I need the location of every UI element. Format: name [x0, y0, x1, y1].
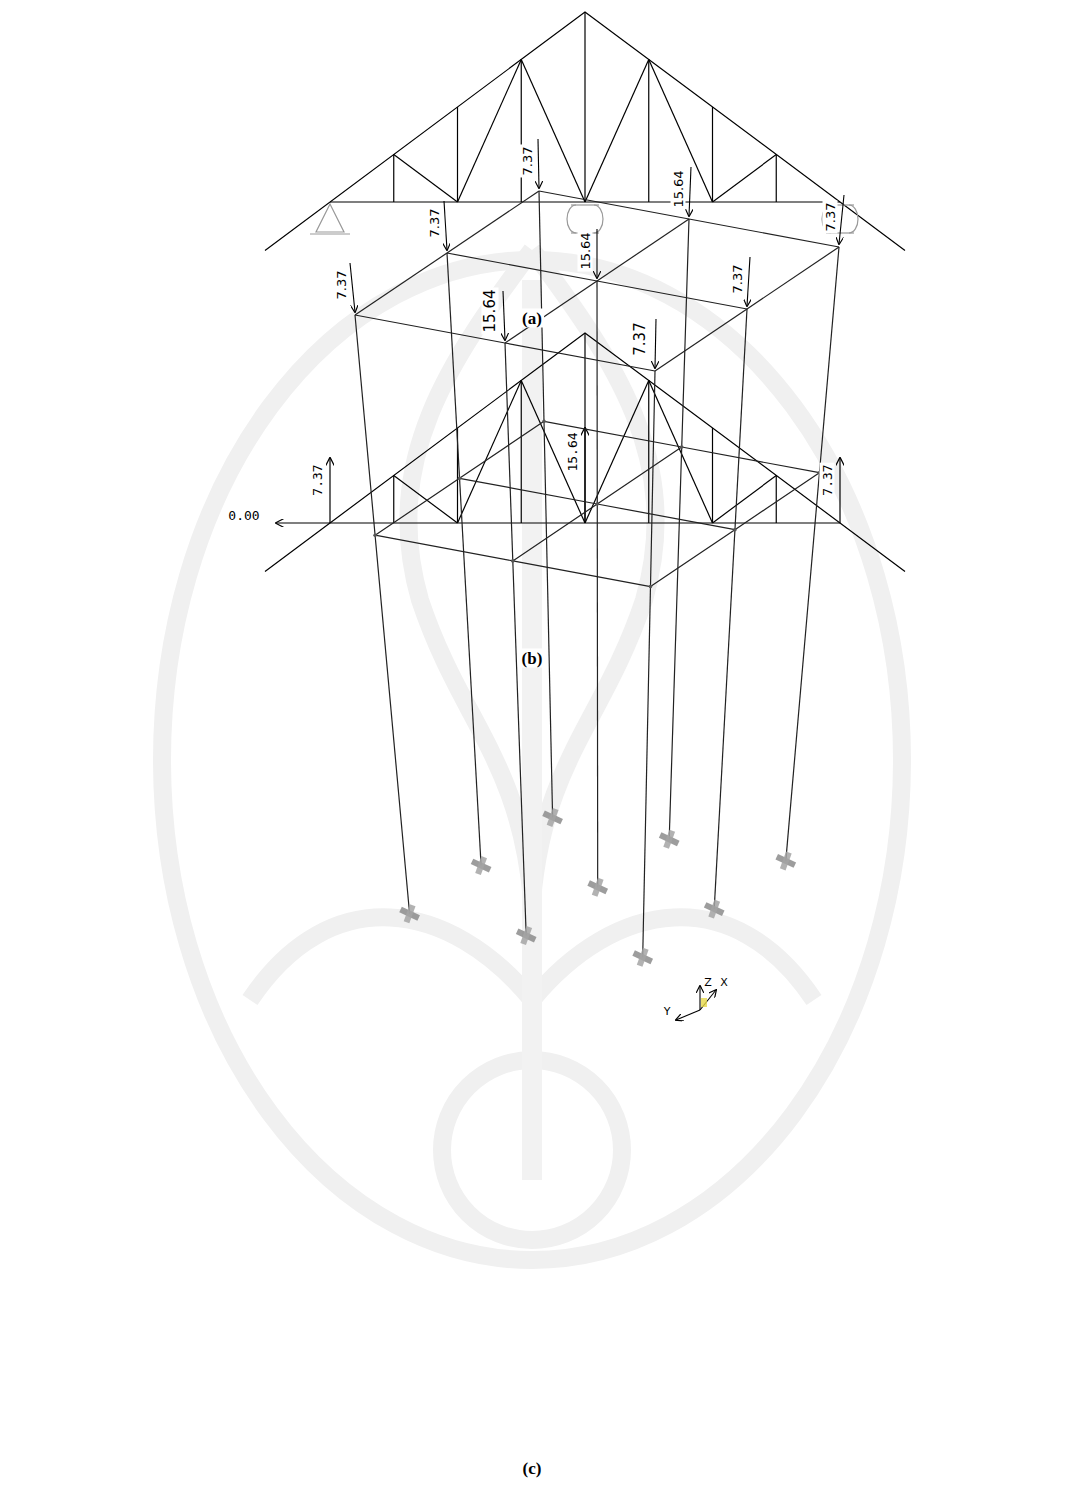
reaction-value: 15.64	[565, 430, 580, 473]
load-value: 7.37	[426, 207, 441, 240]
load-arrows	[350, 139, 844, 368]
axis-label: Z	[702, 976, 714, 989]
load-value: 7.37	[822, 201, 837, 234]
load-value: 15.64	[578, 230, 593, 271]
subfigure-label: (b)	[520, 649, 545, 668]
reaction-value: 7.37	[820, 462, 835, 497]
frame-nodes	[373, 420, 821, 589]
frame-3d	[355, 191, 839, 957]
axis-label: X	[718, 976, 730, 989]
reaction-arrows	[276, 428, 840, 523]
load-value: 15.64	[671, 168, 686, 209]
axis-triad	[676, 986, 716, 1020]
reaction-value: 7.37	[310, 462, 325, 497]
subfigure-label: (a)	[520, 309, 544, 328]
truss-b	[265, 333, 905, 571]
subfigure-label: (c)	[521, 1459, 544, 1478]
watermark	[162, 250, 902, 1260]
load-value: 7.37	[632, 320, 649, 357]
axis-label: Y	[662, 1005, 673, 1018]
watermark-stem	[522, 280, 542, 1180]
reaction-value: 0.00	[226, 508, 261, 523]
load-value: 7.37	[729, 263, 744, 296]
load-value: 7.37	[333, 269, 348, 302]
load-value: 15.64	[482, 288, 499, 335]
truss-a	[265, 12, 905, 250]
load-value: 7.37	[519, 145, 534, 178]
fixed-supports	[399, 808, 796, 967]
